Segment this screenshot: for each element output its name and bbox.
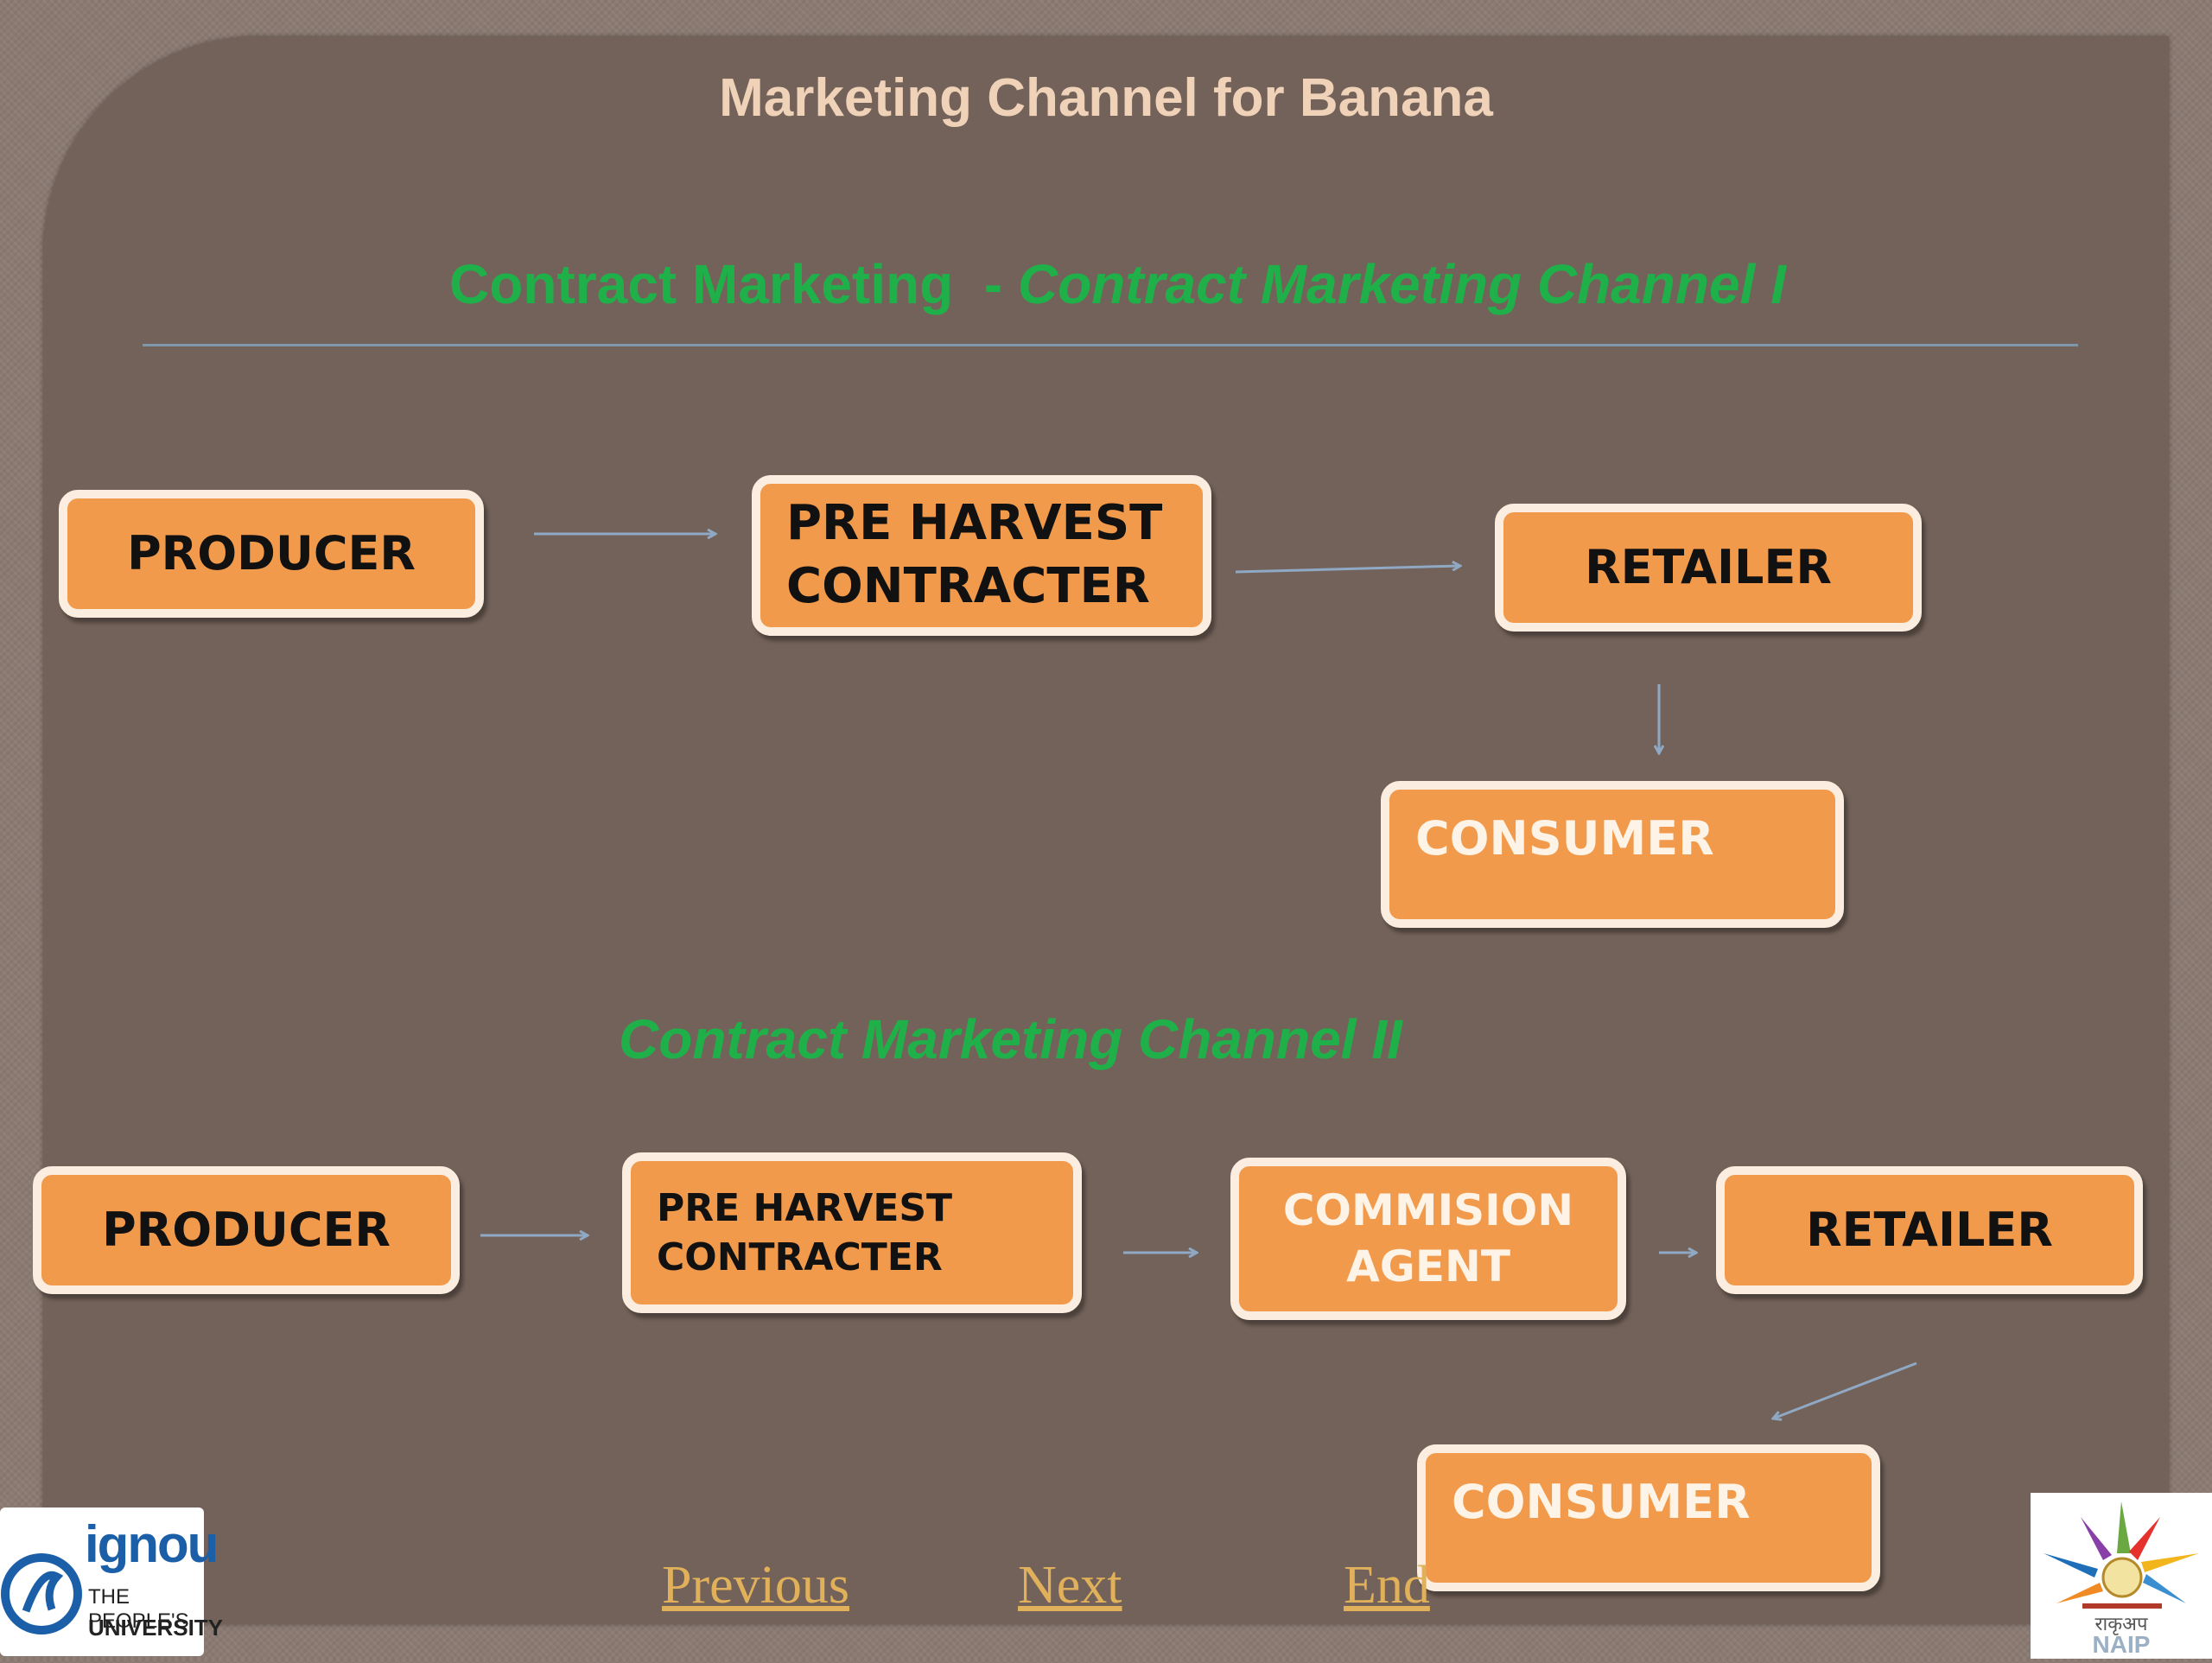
ignou-name: ignou	[85, 1515, 219, 1573]
arrow-retailer-to-consumer-2	[1773, 1362, 1917, 1419]
subtitle-channel: Contract Marketing Channel I	[1017, 253, 1786, 315]
channel2-consumer-label: CONSUMER	[1452, 1475, 1751, 1529]
naip-name-label: NAIP	[2092, 1631, 2151, 1658]
naip-logo: राकृअप NAIP	[2031, 1493, 2212, 1659]
subtitle-separator: -	[953, 253, 1018, 315]
channel1-consumer-label: CONSUMER	[1415, 811, 1714, 866]
channel2-producer-box: PRODUCER	[33, 1166, 460, 1294]
channel1-pre-harvest-line2: CONTRACTER	[786, 558, 1150, 614]
ignou-tagline-2: UNIVERSITY	[88, 1615, 224, 1641]
channel1-pre-harvest-line1: PRE HARVEST	[786, 495, 1163, 552]
subtitle-main: Contract Marketing	[449, 253, 954, 315]
channel2-pre-harvest-line1: PRE HARVEST	[657, 1185, 953, 1230]
next-link[interactable]: Next	[1018, 1556, 1122, 1615]
ignou-emblem-icon	[1, 1553, 82, 1634]
naip-hindi-label: राकृअप	[2094, 1614, 2148, 1635]
channel1-pre-harvest-box: PRE HARVEST CONTRACTER	[752, 475, 1211, 636]
channel1-producer-label: PRODUCER	[127, 525, 416, 581]
channel2-title: Contract Marketing Channel II	[619, 1008, 1402, 1070]
ignou-tagline-1: THE PEOPLE'S	[88, 1585, 189, 1633]
arrow-contracter-to-retailer-1	[1235, 566, 1460, 574]
slide-title: Marketing Channel for Banana	[719, 68, 1493, 128]
channel2-commission-line2: AGENT	[1346, 1241, 1510, 1292]
slide-subtitle: Contract Marketing - Contract Marketing …	[449, 252, 1786, 316]
channel1-producer-box: PRODUCER	[59, 490, 484, 618]
channel2-pre-harvest-line2: CONTRACTER	[657, 1235, 943, 1279]
channel2-pre-harvest-box: PRE HARVEST CONTRACTER	[622, 1152, 1082, 1313]
title-divider	[143, 344, 2078, 346]
previous-link[interactable]: Previous	[662, 1556, 849, 1615]
naip-star-icon	[2044, 1501, 2199, 1609]
channel2-commission-line1: COMMISION	[1282, 1185, 1574, 1235]
channel2-commission-agent-box: COMMISION AGENT	[1230, 1158, 1626, 1320]
channel1-retailer-box: RETAILER	[1495, 504, 1922, 632]
end-link[interactable]: End	[1344, 1556, 1430, 1615]
channel1-retailer-label: RETAILER	[1585, 539, 1832, 594]
channel1-consumer-box: CONSUMER	[1381, 781, 1844, 928]
channel2-consumer-box: CONSUMER	[1417, 1444, 1880, 1591]
channel2-producer-label: PRODUCER	[102, 1202, 391, 1257]
channel2-retailer-label: RETAILER	[1806, 1202, 2053, 1257]
ignou-logo: ignou THE PEOPLE'S UNIVERSITY	[0, 1507, 223, 1656]
channel2-retailer-box: RETAILER	[1716, 1166, 2143, 1294]
